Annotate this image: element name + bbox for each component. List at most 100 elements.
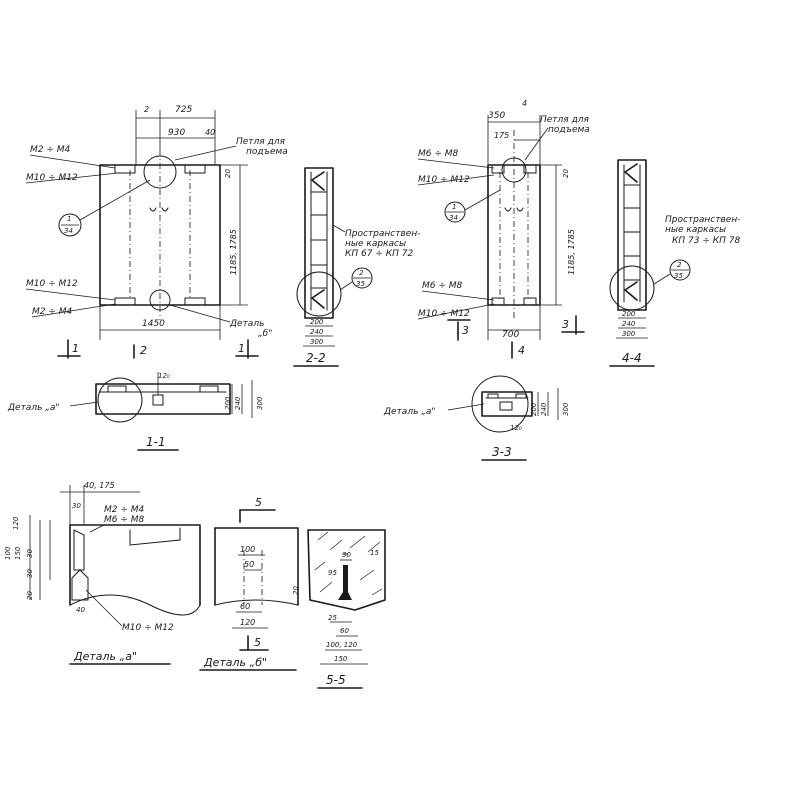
section-mark-1-left: 1	[72, 342, 79, 355]
dim-240-3: 240	[540, 402, 548, 416]
dim-4: 4	[522, 99, 527, 108]
rebar-label-m2m4-detail: М2 ÷ М4	[104, 505, 145, 515]
section-view-3-3: Деталь „а" 12₀ 200 240 300 3-3	[383, 375, 570, 461]
spatial-frames-line1: Пространствен-	[345, 229, 420, 239]
dim-15-55: 15	[370, 549, 379, 557]
dim-120: 120	[12, 516, 20, 530]
dim-20-3: 20	[562, 169, 570, 178]
dim-right-height: 1185, 1785	[229, 229, 238, 275]
dim-40-175: 40, 175	[84, 481, 115, 490]
callout-circle-2-35	[351, 267, 373, 289]
detail-circle-4-4	[609, 265, 655, 311]
section-label-4-4: 4-4	[622, 351, 642, 365]
rebar-label-m2m4-top: М2 ÷ М4	[30, 145, 71, 155]
callout-num-3: 1	[452, 203, 456, 211]
rebar-label-m2m4-bot: М2 ÷ М4	[32, 307, 73, 317]
loop-label-3-line2: подъема	[548, 125, 590, 135]
spatial-frames-line3: КП 67 ÷ КП 72	[345, 249, 413, 259]
dim-300: 300	[310, 338, 324, 346]
spatial-frames-4-line2: ные каркасы	[665, 225, 726, 235]
section-3-3-outline	[481, 391, 533, 417]
rebar-label-m10m12-detail: М10 ÷ М12	[122, 623, 174, 633]
loop-label-line1: Петля для	[236, 137, 286, 147]
detail-b-ref-line2: „б"	[258, 329, 272, 339]
dim-150: 150	[14, 546, 22, 560]
detail-circle-2-2	[296, 271, 342, 317]
detail-a-circle	[97, 377, 143, 423]
callout-den-4: 35	[674, 272, 683, 280]
callout-den-35: 35	[356, 280, 365, 288]
dim-300-vert: 300	[256, 396, 264, 410]
dim-60-55: 60	[340, 627, 349, 635]
callout-circle-3	[444, 201, 466, 223]
loop-label-3-line1: Петля для	[540, 115, 590, 125]
callout-num-2: 2	[359, 269, 364, 277]
dim-200: 200	[310, 318, 324, 326]
dim-150-55: 150	[334, 655, 348, 663]
detail-b-drawing: 5 100 50 60 120 20 5 Деталь „б"	[199, 496, 300, 671]
dim-60-b: 60	[240, 602, 250, 611]
dim-240-4: 240	[622, 320, 636, 328]
detail-b-title: Деталь „б"	[203, 656, 267, 669]
section-mark-1-right: 1	[238, 342, 245, 355]
dim-bot-55: 100, 120	[326, 641, 358, 649]
section-2-2-outline	[304, 167, 334, 319]
rebar-label-m6m8-detail: М6 ÷ М8	[104, 515, 145, 525]
callout-circle	[58, 213, 82, 237]
dim-930: 930	[168, 128, 185, 138]
callout-num-4: 2	[677, 261, 682, 269]
dim-300-3: 300	[562, 402, 570, 416]
callout-den: 34	[64, 227, 73, 235]
dim-40-detail: 40	[76, 606, 85, 614]
dim-20-detail: 20	[26, 591, 34, 600]
section-view-4-4: Пространствен- ные каркасы КП 73 ÷ КП 78…	[609, 159, 740, 367]
detail-a-title: Деталь „а"	[73, 650, 137, 663]
dim-1450: 1450	[142, 319, 165, 329]
dim-240: 240	[310, 328, 324, 336]
dim-175: 175	[494, 131, 509, 140]
dim-side-b: 20	[292, 586, 300, 595]
loop-label-line2: подъема	[246, 147, 288, 157]
dim-700: 700	[502, 330, 519, 340]
spatial-frames-line2: ные каркасы	[345, 239, 406, 249]
detail-b-ref-line1: Деталь	[229, 319, 264, 329]
dim-95-55: 95	[328, 569, 337, 577]
dim-30-c: 30	[26, 569, 34, 578]
dim-100-b: 100	[240, 545, 255, 554]
dim-12: 12₀	[158, 372, 170, 380]
elevation-view-3: 350 4 175 Петля для подъема М6 ÷ М8 М10 …	[417, 99, 590, 359]
dim-100: 100	[4, 546, 12, 560]
section-label-1-1: 1-1	[146, 435, 166, 449]
detail-a-ref: Деталь „а"	[7, 403, 60, 413]
dim-240-vert: 240	[234, 396, 242, 410]
section-mark-3-right: 3	[562, 318, 569, 331]
dim-30: 30	[72, 502, 81, 510]
callout-circle-4	[669, 259, 691, 281]
section-view-5-5: 30 15 95 25 60 100, 120 150 5-5	[307, 529, 386, 689]
dim-2: 2	[144, 105, 149, 114]
dim-30-b: 30	[26, 549, 34, 558]
callout-den-3: 34	[449, 214, 458, 222]
section-mark-4: 4	[518, 344, 525, 357]
detail-a-circle-3	[471, 375, 529, 433]
dim-25-55: 25	[328, 614, 337, 622]
dim-right-height-3: 1185, 1785	[567, 229, 576, 275]
section-mark-5-bottom: 5	[254, 636, 261, 649]
section-view-2-2: Пространствен- ные каркасы КП 67 ÷ КП 72…	[293, 167, 420, 367]
section-label-2-2: 2-2	[306, 351, 326, 365]
dim-40: 40	[205, 128, 215, 137]
section-4-4-outline	[617, 159, 647, 311]
rebar-label-m10m12-top: М10 ÷ М12	[26, 173, 78, 183]
dim-30-55: 30	[342, 551, 351, 559]
dim-12-3: 12₀	[510, 424, 522, 432]
dim-200-3: 200	[530, 402, 538, 416]
elevation-view-1: 2 725 930 40 Петля для подъема М2 ÷ М4 М…	[25, 105, 288, 359]
spatial-frames-4-line3: КП 73 ÷ КП 78	[672, 236, 740, 246]
dim-200-4: 200	[622, 310, 636, 318]
section-label-3-3: 3-3	[492, 445, 512, 459]
dim-50-b: 50	[244, 560, 254, 569]
dim-725: 725	[175, 105, 192, 115]
dim-20: 20	[224, 169, 232, 178]
callout-num: 1	[67, 215, 71, 223]
